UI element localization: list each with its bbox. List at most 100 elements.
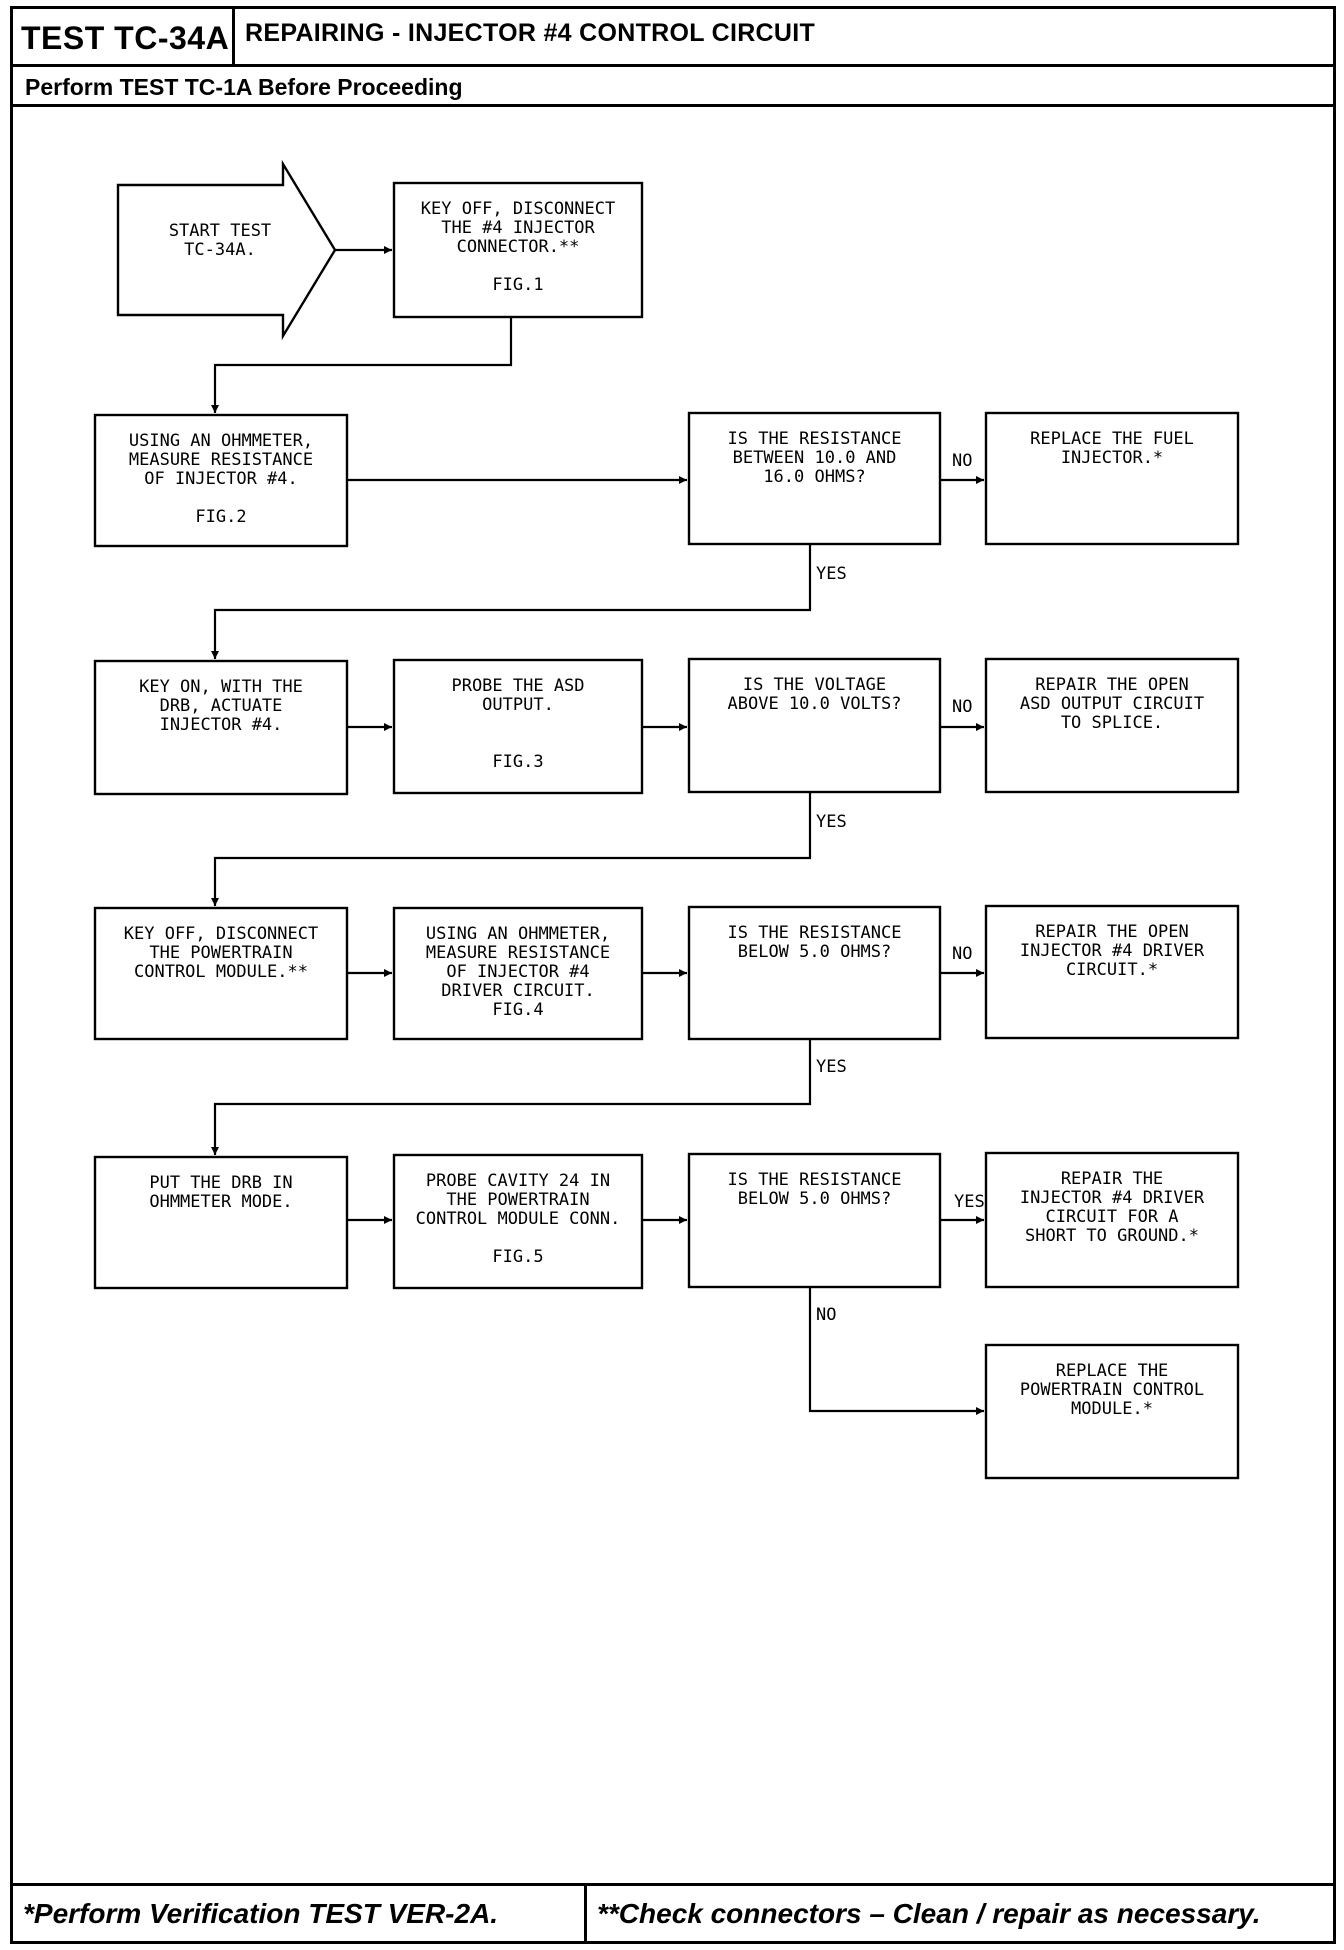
- label-yes-d2: YES: [816, 812, 847, 832]
- box-line: REPAIR THE: [1061, 1169, 1163, 1189]
- box-line: THE #4 INJECTOR: [441, 218, 595, 238]
- connector-note: **Check connectors – Clean / repair as n…: [597, 1898, 1261, 1929]
- box-line: BELOW 5.0 OHMS?: [738, 1189, 892, 1209]
- box-line: POWERTRAIN CONTROL: [1020, 1380, 1204, 1400]
- box-n8: [392, 1153, 644, 1290]
- box-line: MEASURE RESISTANCE: [129, 450, 313, 470]
- box-d2: [687, 657, 942, 794]
- box-line: 16.0 OHMS?: [763, 467, 865, 487]
- prerequisite-note: Perform TEST TC-1A Before Proceeding: [25, 74, 463, 100]
- box-line: CIRCUIT FOR A: [1045, 1207, 1178, 1227]
- box-line: DRB, ACTUATE: [160, 696, 283, 716]
- box-line: INJECTOR #4 DRIVER: [1020, 1188, 1205, 1208]
- arrow-d2-yes: [211, 792, 812, 906]
- box-r2: [984, 657, 1240, 794]
- box-line: INJECTOR.*: [1061, 448, 1163, 468]
- box-r3: [984, 904, 1240, 1040]
- box-line: BELOW 5.0 OHMS?: [738, 942, 892, 962]
- box-line: MODULE.*: [1071, 1399, 1153, 1419]
- box-line: FIG.1: [492, 275, 543, 295]
- box-line: CONTROL MODULE.**: [134, 962, 308, 982]
- box-line: REPLACE THE FUEL: [1030, 429, 1194, 449]
- box-n7: [93, 1155, 349, 1290]
- box-line: REPAIR THE OPEN: [1035, 675, 1189, 695]
- box-r4: [984, 1151, 1240, 1289]
- box-line: KEY ON, WITH THE: [139, 677, 303, 697]
- header-bar: TEST TC-34A REPAIRING - INJECTOR #4 CONT…: [13, 9, 1333, 67]
- verification-note: *Perform Verification TEST VER-2A.: [13, 1886, 587, 1941]
- box-n3: [93, 659, 349, 796]
- box-line: DRIVER CIRCUIT.: [441, 981, 595, 1001]
- box-line: PROBE CAVITY 24 IN: [426, 1171, 610, 1191]
- box-d1: [687, 411, 942, 546]
- box-line: BETWEEN 10.0 AND: [733, 448, 897, 468]
- box-n4: [392, 658, 644, 795]
- box-line: IS THE VOLTAGE: [743, 675, 886, 695]
- box-line: OHMMETER MODE.: [149, 1192, 292, 1212]
- test-id: TEST TC-34A: [13, 9, 235, 67]
- box-line: IS THE RESISTANCE: [728, 429, 902, 449]
- box-line: PUT THE DRB IN: [149, 1173, 292, 1193]
- box-n1: [392, 181, 644, 319]
- arrow-d3-yes: [211, 1039, 812, 1155]
- box-n2: [93, 413, 349, 548]
- box-line: THE POWERTRAIN: [149, 943, 292, 963]
- box-line: INJECTOR #4.: [160, 715, 283, 735]
- arrow-d4-no: [808, 1287, 984, 1415]
- prerequisite-bar: Perform TEST TC-1A Before Proceeding: [13, 67, 1333, 107]
- box-line: REPAIR THE OPEN: [1035, 922, 1189, 942]
- box-line: ASD OUTPUT CIRCUIT: [1020, 694, 1204, 714]
- box-line: OF INJECTOR #4.: [144, 469, 298, 489]
- box-r1: [984, 411, 1240, 546]
- box-line: REPLACE THE: [1056, 1361, 1169, 1381]
- box-d4: [687, 1152, 942, 1289]
- box-line: FIG.3: [492, 752, 543, 772]
- box-line: START TEST: [169, 221, 271, 241]
- box-d3: [687, 905, 942, 1041]
- box-line: TC-34A.: [184, 240, 256, 260]
- box-line: THE POWERTRAIN: [446, 1190, 589, 1210]
- test-page: TEST TC-34A REPAIRING - INJECTOR #4 CONT…: [10, 6, 1336, 1944]
- box-line: SHORT TO GROUND.*: [1025, 1226, 1199, 1246]
- box-line: ABOVE 10.0 VOLTS?: [728, 694, 902, 714]
- label-no-d1: NO: [952, 451, 972, 471]
- box-line: FIG.4: [492, 1000, 543, 1020]
- label-yes-d3: YES: [816, 1057, 847, 1077]
- box-line: PROBE THE ASD: [451, 676, 584, 696]
- box-line: IS THE RESISTANCE: [728, 923, 902, 943]
- box-line: KEY OFF, DISCONNECT: [421, 199, 615, 219]
- box-line: CIRCUIT.*: [1066, 960, 1158, 980]
- box-line: OUTPUT.: [482, 695, 554, 715]
- box-line: TO SPLICE.: [1061, 713, 1163, 733]
- box-line: KEY OFF, DISCONNECT: [124, 924, 318, 944]
- box-line: IS THE RESISTANCE: [728, 1170, 902, 1190]
- test-title: REPAIRING - INJECTOR #4 CONTROL CIRCUIT: [245, 19, 816, 47]
- box-line: USING AN OHMMETER,: [129, 431, 313, 451]
- box-line: FIG.5: [492, 1247, 543, 1267]
- label-yes-d1: YES: [816, 564, 847, 584]
- box-n5: [93, 906, 349, 1041]
- footer-bar: *Perform Verification TEST VER-2A. **Che…: [13, 1883, 1333, 1941]
- box-line: FIG.2: [195, 507, 246, 527]
- box-line: USING AN OHMMETER,: [426, 924, 610, 944]
- arrow-d1-yes: [211, 544, 812, 659]
- box-line: INJECTOR #4 DRIVER: [1020, 941, 1205, 961]
- box-n6: [392, 906, 644, 1041]
- box-line: MEASURE RESISTANCE: [426, 943, 610, 963]
- start-arrow-shape: [116, 159, 337, 341]
- arrow-n1-to-n2: [211, 317, 513, 413]
- box-line: CONNECTOR.**: [457, 237, 580, 257]
